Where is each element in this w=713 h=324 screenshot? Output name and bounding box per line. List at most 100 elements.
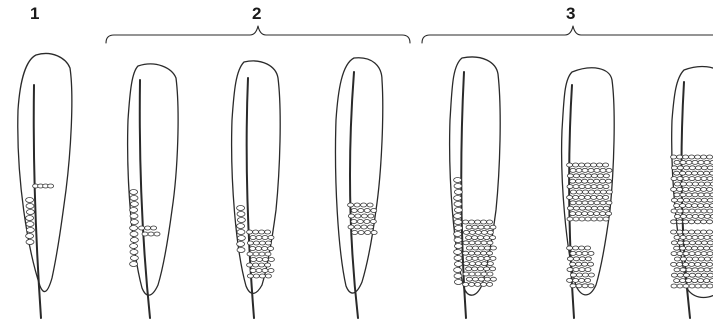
- egg: [576, 284, 582, 288]
- egg: [361, 214, 367, 218]
- egg: [454, 244, 462, 249]
- egg: [247, 263, 253, 267]
- egg: [704, 257, 710, 261]
- egg: [704, 268, 710, 272]
- egg: [671, 262, 677, 266]
- egg: [686, 214, 692, 218]
- egg: [677, 252, 683, 256]
- egg: [478, 256, 484, 260]
- egg: [371, 209, 377, 213]
- egg: [695, 284, 701, 288]
- egg: [351, 209, 357, 213]
- egg: [680, 160, 686, 164]
- egg: [698, 193, 704, 197]
- egg: [671, 198, 677, 202]
- egg: [692, 235, 698, 239]
- egg: [674, 193, 680, 197]
- egg: [686, 182, 692, 186]
- egg: [707, 187, 713, 191]
- egg: [472, 277, 478, 281]
- egg: [130, 244, 138, 249]
- egg: [466, 256, 472, 260]
- egg: [472, 225, 478, 229]
- egg: [689, 262, 695, 266]
- egg: [247, 230, 253, 234]
- egg: [677, 166, 683, 170]
- egg: [686, 193, 692, 197]
- egg: [567, 163, 573, 167]
- egg: [704, 182, 710, 186]
- egg: [259, 263, 265, 267]
- egg: [490, 277, 496, 281]
- egg: [130, 202, 138, 207]
- egg: [707, 155, 713, 159]
- egg: [588, 190, 594, 194]
- egg: [683, 187, 689, 191]
- egg: [582, 201, 588, 205]
- egg: [603, 195, 609, 199]
- egg: [253, 274, 259, 278]
- egg: [481, 241, 487, 245]
- egg: [237, 230, 245, 235]
- egg: [567, 278, 573, 282]
- egg: [582, 284, 588, 288]
- egg: [361, 225, 367, 229]
- egg: [237, 236, 245, 241]
- egg: [671, 187, 677, 191]
- egg: [130, 190, 138, 195]
- egg: [671, 241, 677, 245]
- egg: [597, 217, 603, 221]
- egg: [606, 201, 612, 205]
- egg: [600, 201, 606, 205]
- egg: [695, 187, 701, 191]
- egg: [253, 252, 259, 256]
- egg: [484, 236, 490, 240]
- egg: [674, 171, 680, 175]
- feather-2-eggs: [130, 190, 139, 267]
- feather-3: [232, 61, 281, 318]
- egg: [130, 262, 138, 267]
- egg: [683, 273, 689, 277]
- egg: [130, 250, 138, 255]
- egg: [365, 231, 371, 235]
- egg: [698, 279, 704, 283]
- egg: [692, 268, 698, 272]
- egg: [588, 212, 594, 216]
- egg: [357, 220, 363, 224]
- egg: [579, 174, 585, 178]
- egg: [677, 220, 683, 224]
- egg: [26, 240, 34, 245]
- egg: [478, 225, 484, 229]
- egg: [454, 232, 462, 237]
- egg: [130, 220, 138, 225]
- egg: [573, 246, 579, 250]
- egg: [454, 280, 462, 285]
- egg: [454, 196, 462, 201]
- feather-6: [562, 68, 615, 318]
- egg: [481, 251, 487, 255]
- egg: [579, 163, 585, 167]
- egg: [472, 267, 478, 271]
- egg: [237, 212, 245, 217]
- egg: [259, 274, 265, 278]
- egg: [591, 174, 597, 178]
- egg: [585, 185, 591, 189]
- egg: [692, 246, 698, 250]
- egg: [695, 220, 701, 224]
- egg: [686, 160, 692, 164]
- egg: [704, 214, 710, 218]
- egg: [351, 220, 357, 224]
- egg: [606, 190, 612, 194]
- egg: [695, 241, 701, 245]
- egg: [600, 179, 606, 183]
- egg: [585, 217, 591, 221]
- egg: [573, 217, 579, 221]
- egg: [454, 256, 462, 261]
- egg: [606, 168, 612, 172]
- egg: [454, 184, 462, 189]
- egg: [475, 251, 481, 255]
- egg: [259, 230, 265, 234]
- egg: [588, 179, 594, 183]
- egg: [686, 279, 692, 283]
